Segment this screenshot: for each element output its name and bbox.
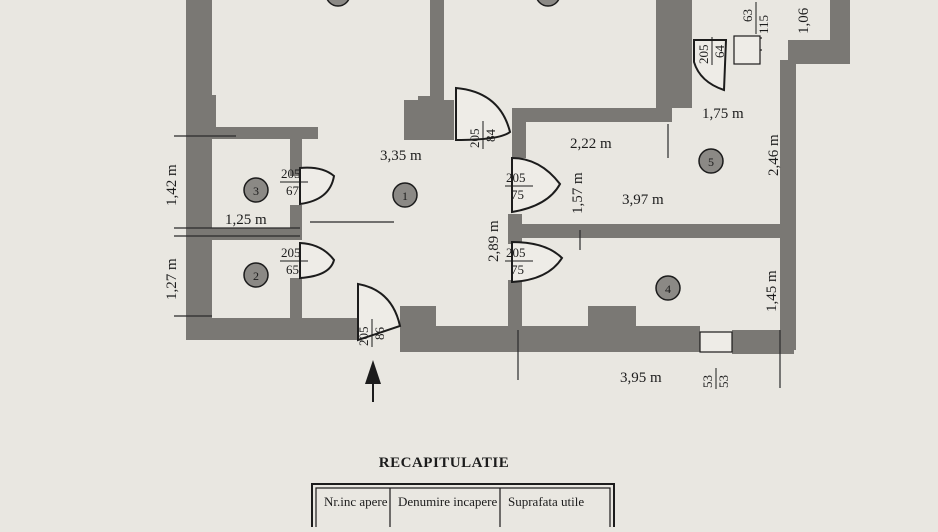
room-marker-3: 3 [243, 177, 269, 203]
walls [186, 0, 850, 354]
wall-room5-room4 [518, 224, 788, 238]
svg-text:86: 86 [372, 327, 387, 341]
table-inner-frame [315, 487, 611, 532]
wall-upper-right-ledge [788, 40, 838, 64]
room-marker-2: 2 [243, 262, 269, 288]
window-top [733, 35, 761, 65]
window-label-bottom: 53 53 [700, 368, 731, 389]
svg-text:67: 67 [286, 183, 300, 198]
door-label-entrance: 205 86 [356, 319, 387, 347]
room-marker-4: 4 [655, 275, 681, 301]
wall-room3-room2 [212, 228, 302, 240]
room-markers: 1 2 3 4 5 [243, 0, 724, 301]
wall-left-step [186, 95, 216, 135]
wall-room5-top [512, 108, 672, 122]
door-arc-room3 [299, 166, 336, 206]
wall-far-right [830, 0, 850, 64]
dim-room5-inner-height: 1,57 m [570, 172, 586, 214]
wall-bottom-bump [588, 306, 636, 336]
dim-room4-width: 3,95 m [620, 370, 662, 386]
door-labels: 205 67 205 65 205 75 205 75 205 84 [280, 2, 771, 389]
svg-text:65: 65 [286, 262, 299, 277]
table-header-nr: Nr.inc apere [324, 494, 388, 509]
wall-top-center [430, 0, 444, 105]
dim-room5-inner: 2,22 m [570, 136, 612, 152]
summary-table: Nr.inc apere Denumire incapere Suprafata… [311, 483, 615, 532]
door-label-room2: 205 65 [280, 245, 308, 277]
svg-text:75: 75 [511, 262, 524, 277]
dim-room5-width: 3,97 m [622, 192, 664, 208]
dimension-labels: 3,35 m 2,22 m 1,75 m 3,97 m 1,25 m 3,95 … [164, 7, 812, 386]
door-arcs [299, 39, 728, 342]
door-label-room5: 205 75 [505, 170, 533, 202]
table-header-suprafata: Suprafata utile [508, 494, 584, 509]
wall-upper-right [656, 0, 692, 108]
door-arc-hall-upper [455, 86, 512, 142]
wall-room3-top [212, 127, 318, 139]
wall-right-outer [780, 60, 796, 350]
svg-text:205: 205 [506, 170, 526, 185]
wall-bottom-right [400, 326, 700, 352]
dim-hall-width: 3,35 m [380, 148, 422, 164]
summary-title: RECAPITULATIE [379, 455, 509, 471]
room-marker-1: 1 [392, 182, 418, 208]
svg-text:205: 205 [696, 45, 711, 65]
room-number: 5 [708, 155, 714, 169]
table-header-text: Denumire incapere [398, 494, 497, 509]
svg-text:205: 205 [467, 129, 482, 149]
table-header-denumire: Denumire incapere [398, 494, 497, 509]
entrance-arrow [365, 360, 381, 402]
dim-room5-top: 1,75 m [702, 106, 744, 122]
wall-column-cap [418, 96, 432, 106]
svg-text:64: 64 [712, 45, 727, 59]
dim-top-right: 1,06 [796, 7, 812, 34]
svg-text:75: 75 [511, 187, 524, 202]
wall-hall-right-c [508, 280, 522, 330]
table-header-text: Nr.inc apere [324, 494, 388, 509]
room-number: 3 [253, 184, 259, 198]
door-arc-room2 [299, 241, 336, 280]
wall-room3-right-a [290, 130, 302, 176]
dim-room3-width: 1,25 m [225, 212, 267, 228]
room-number: 1 [402, 189, 408, 203]
window-label-top: 63 115 [740, 2, 771, 34]
svg-text:205: 205 [506, 245, 526, 260]
svg-text:63: 63 [740, 9, 755, 22]
door-arc-room4 [511, 240, 564, 284]
svg-text:205: 205 [281, 245, 301, 260]
window-bottom [699, 331, 733, 353]
door-arc-room5 [511, 156, 562, 214]
room-marker-partial-left [326, 0, 350, 7]
dim-room4-height: 1,45 m [764, 270, 780, 312]
wall-bottom-left [186, 318, 360, 340]
table-header-text: Suprafata utile [508, 494, 584, 509]
svg-text:53: 53 [700, 375, 715, 388]
table-outer-frame [311, 483, 615, 532]
svg-text:205: 205 [356, 327, 371, 347]
door-arc-entrance [357, 282, 402, 342]
room-number: 4 [665, 282, 671, 296]
room-marker-partial-right [536, 0, 560, 7]
dim-room3-height: 1,42 m [164, 164, 180, 206]
door-label-room4: 205 75 [505, 245, 533, 277]
door-label-hall-upper: 205 84 [467, 121, 498, 149]
svg-text:84: 84 [483, 129, 498, 143]
room-marker-5: 5 [698, 148, 724, 174]
wall-column-hall [404, 100, 454, 140]
dim-hall-height: 2,89 m [486, 220, 502, 262]
svg-text:53: 53 [716, 375, 731, 388]
wall-left-outer [186, 0, 212, 340]
door-label-top-right: 205 64 [696, 37, 727, 65]
dim-room2-height: 1,27 m [164, 258, 180, 300]
door-arc-top-right [693, 39, 728, 92]
room-number: 2 [253, 269, 259, 283]
svg-text:115: 115 [756, 15, 771, 34]
door-label-room3: 205 67 [280, 166, 308, 198]
dim-room5-height: 2,46 m [766, 134, 782, 176]
svg-text:205: 205 [281, 166, 301, 181]
wall-hall-right-a [512, 108, 526, 158]
window-marks [699, 35, 761, 353]
